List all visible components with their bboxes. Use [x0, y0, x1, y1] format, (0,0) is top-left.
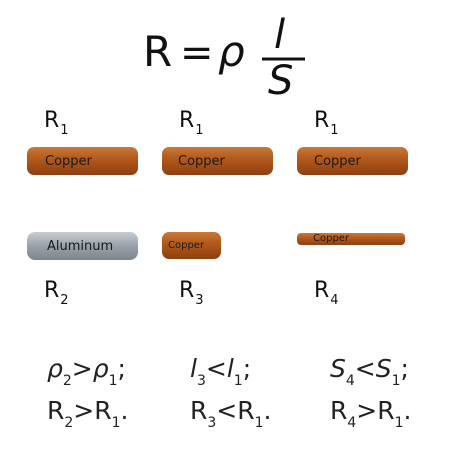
- eq-sub: 4: [347, 415, 357, 431]
- eq-end: ;: [400, 354, 409, 383]
- eq-term: R: [330, 396, 348, 425]
- eq-sub: 1: [108, 373, 118, 389]
- eq-sub: 3: [196, 373, 206, 389]
- eq-sub: 2: [64, 415, 74, 431]
- eq-term: R: [237, 396, 255, 425]
- rod-label: Copper: [45, 153, 92, 169]
- label-sub: 1: [60, 123, 69, 138]
- label-main: R: [179, 278, 195, 303]
- eq-op: >: [73, 396, 95, 425]
- rod-label: Copper: [313, 233, 350, 244]
- label-main: R: [44, 278, 60, 303]
- label-r1-right: R1: [314, 108, 339, 139]
- eq-term: S: [330, 354, 346, 383]
- eq-sub: 1: [394, 415, 404, 431]
- rod-copper-short: Copper: [162, 232, 221, 259]
- label-main: R: [314, 278, 330, 303]
- eq-term: R: [377, 396, 395, 425]
- eq-term: ρ: [92, 354, 109, 383]
- label-r1-left: R1: [44, 108, 69, 139]
- equation-area: S4<S1;: [330, 354, 409, 390]
- eq-term: R: [190, 396, 208, 425]
- label-sub: 1: [330, 123, 339, 138]
- eq-term: l: [226, 354, 234, 383]
- label-main: R: [314, 108, 330, 133]
- eq-term: R: [47, 396, 65, 425]
- rod-copper-thin: Copper: [297, 233, 405, 245]
- rod-copper-reference-3: Copper: [297, 147, 408, 175]
- label-r2: R2: [44, 278, 69, 309]
- rod-label: Copper: [168, 240, 205, 251]
- eq-op: <: [354, 354, 376, 383]
- eq-sub: 3: [207, 415, 217, 431]
- eq-op: <: [216, 396, 238, 425]
- eq-sub: 1: [391, 373, 401, 389]
- label-sub: 1: [195, 123, 204, 138]
- equation-r4-r1: R4>R1.: [330, 396, 412, 432]
- eq-sub: 1: [233, 373, 243, 389]
- eq-end: ;: [117, 354, 126, 383]
- eq-sub: 1: [254, 415, 264, 431]
- resistance-formula: R = ρ l S: [143, 12, 305, 104]
- equation-r3-r1: R3<R1.: [190, 396, 272, 432]
- formula-lhs: R: [143, 27, 172, 76]
- eq-end: .: [403, 396, 412, 425]
- rod-label: Aluminum: [47, 238, 114, 254]
- eq-term: l: [190, 354, 197, 383]
- rod-aluminum: Aluminum: [27, 232, 138, 260]
- label-sub: 2: [60, 293, 69, 308]
- eq-sub: 2: [62, 373, 72, 389]
- label-sub: 3: [195, 293, 204, 308]
- eq-op: >: [71, 354, 93, 383]
- formula-equals: =: [180, 30, 214, 76]
- label-sub: 4: [330, 293, 339, 308]
- equation-resistivity: ρ2>ρ1;: [47, 354, 126, 390]
- rod-label: Copper: [314, 153, 361, 169]
- eq-sub: 1: [111, 415, 121, 431]
- formula-denominator: S: [268, 58, 293, 104]
- rod-label: Copper: [178, 153, 225, 169]
- eq-term: S: [375, 354, 392, 383]
- formula-numerator: l: [274, 12, 285, 58]
- eq-op: <: [205, 354, 227, 383]
- label-main: R: [44, 108, 60, 133]
- rod-copper-reference-2: Copper: [162, 147, 273, 175]
- rod-copper-reference-1: Copper: [27, 147, 138, 175]
- label-r3: R3: [179, 278, 204, 309]
- eq-end: ;: [242, 354, 252, 383]
- eq-op: >: [356, 396, 378, 425]
- eq-end: .: [120, 396, 129, 425]
- label-main: R: [179, 108, 195, 133]
- eq-end: .: [263, 396, 272, 425]
- equation-r2-r1: R2>R1.: [47, 396, 129, 432]
- eq-term: ρ: [47, 354, 63, 383]
- equation-length: l3<l1;: [190, 354, 252, 390]
- label-r4: R4: [314, 278, 339, 309]
- label-r1-middle: R1: [179, 108, 204, 139]
- eq-sub: 4: [345, 373, 355, 389]
- formula-rho: ρ: [218, 27, 245, 76]
- eq-term: R: [94, 396, 112, 425]
